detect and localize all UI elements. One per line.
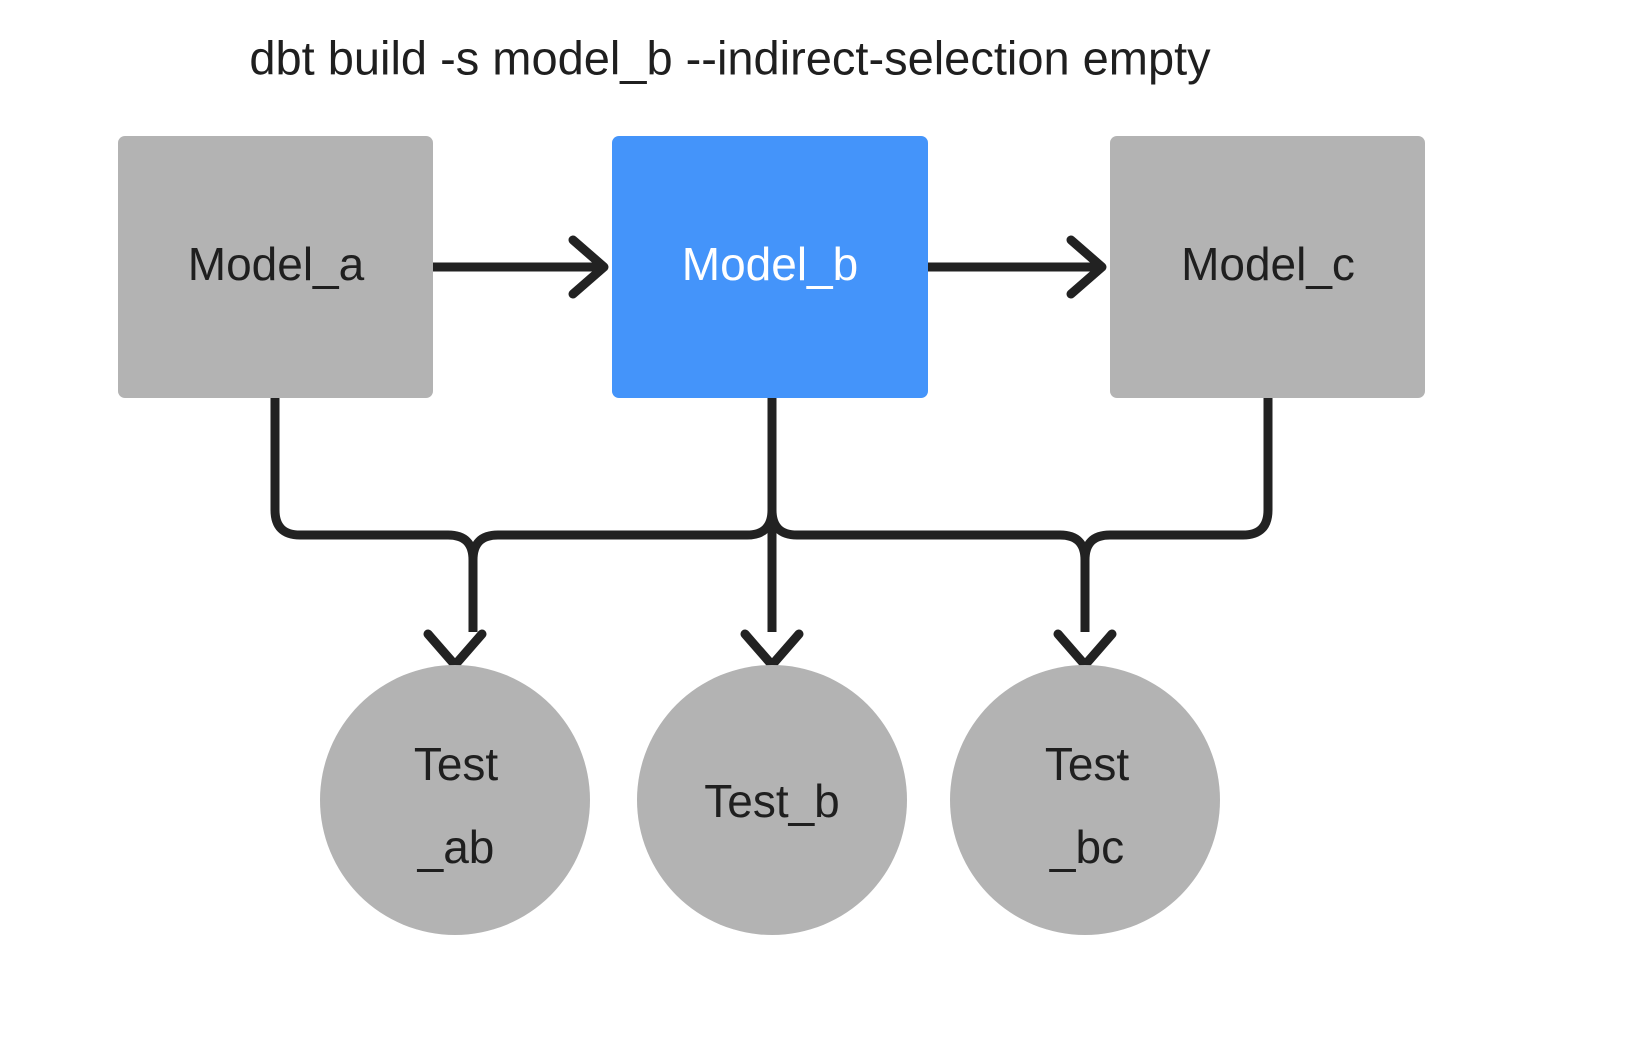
edge-model-b-to-test-bc <box>767 398 1090 632</box>
test-b-shape[interactable] <box>637 665 907 935</box>
arrowhead-model-a-to-model-b <box>568 235 609 299</box>
test-bc-shape[interactable] <box>950 665 1220 935</box>
test-ab-label-line2: _ab <box>417 821 495 873</box>
model-c-label: Model_c <box>1181 238 1355 290</box>
test-bc-label-line2: _bc <box>1049 821 1124 873</box>
page-title: dbt build -s model_b --indirect-selectio… <box>249 31 1211 84</box>
test-ab-shape[interactable] <box>320 665 590 935</box>
test-b-label-line1: Test_b <box>704 775 840 827</box>
arrowhead-model-b-to-model-c <box>1066 235 1107 299</box>
model-b-shape[interactable] <box>612 136 928 398</box>
test-node-test-ab[interactable]: Test _ab <box>320 665 590 935</box>
model-b-label: Model_b <box>682 238 858 290</box>
test-node-test-bc[interactable]: Test _bc <box>950 665 1220 935</box>
arrowhead-into-test-ab <box>423 629 487 670</box>
edge-model-c-to-test-bc <box>1080 398 1273 632</box>
edge-layer <box>270 235 1273 670</box>
model-c-shape[interactable] <box>1110 136 1425 398</box>
model-a-label: Model_a <box>188 238 365 290</box>
test-node-test-b[interactable]: Test_b <box>637 665 907 935</box>
edge-model-a-to-test-ab <box>270 398 478 632</box>
arrowhead-into-test-b <box>740 629 804 670</box>
test-ab-label-line1: Test <box>414 738 499 790</box>
arrowhead-into-test-bc <box>1053 629 1117 670</box>
edge-model-b-to-test-ab <box>468 398 777 632</box>
model-node-model-c[interactable]: Model_c <box>1110 136 1425 398</box>
model-node-model-b[interactable]: Model_b <box>612 136 928 398</box>
test-bc-label-line1: Test <box>1045 738 1130 790</box>
model-node-model-a[interactable]: Model_a <box>118 136 433 398</box>
model-a-shape[interactable] <box>118 136 433 398</box>
